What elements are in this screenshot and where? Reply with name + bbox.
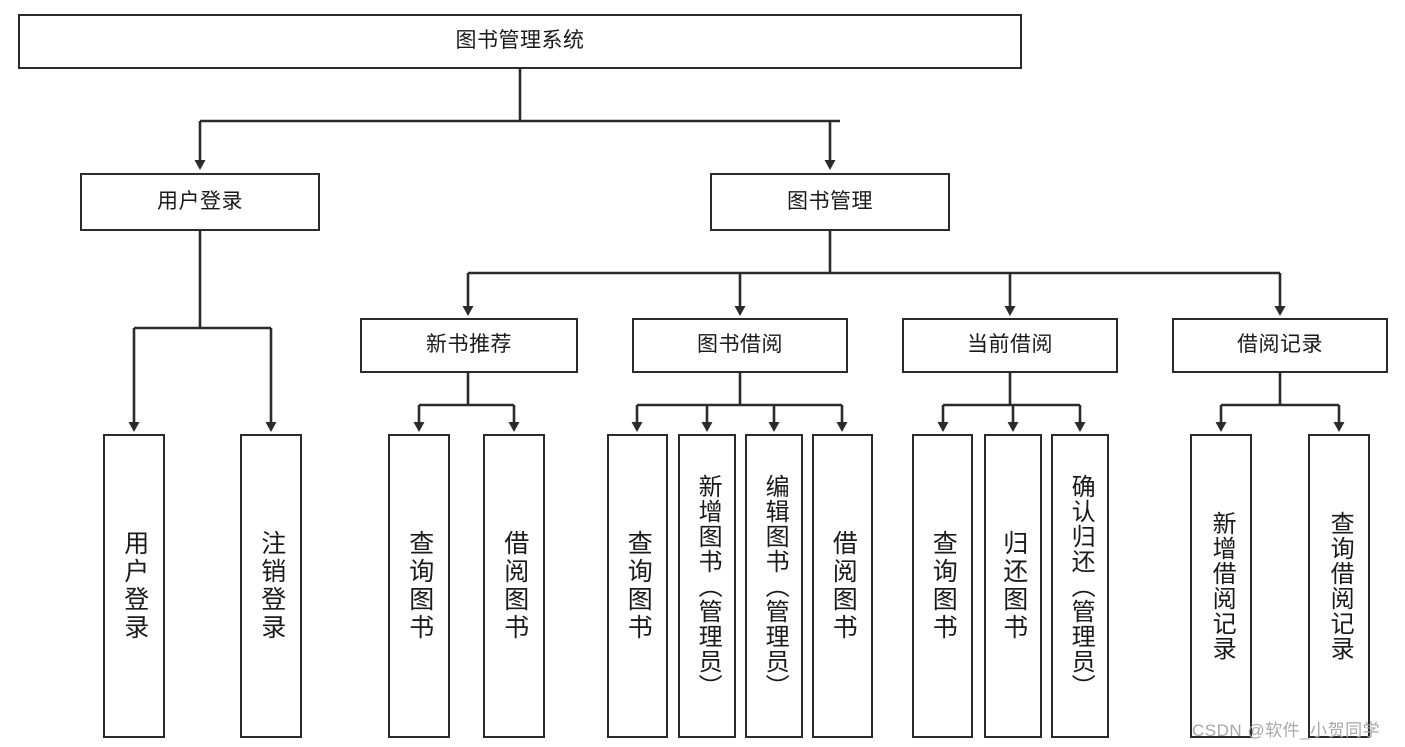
- node-root[interactable]: 图书管理系统: [18, 14, 1022, 69]
- node-leaf-add-book[interactable]: 新增图书（管理员）: [678, 434, 736, 738]
- node-leaf-borrow-book[interactable]: 借阅图书: [812, 434, 873, 738]
- csdn-watermark: CSDN @软件_小贺同学: [1192, 721, 1381, 740]
- node-book-borrow[interactable]: 图书借阅: [632, 318, 848, 373]
- node-leaf-user-login[interactable]: 用户登录: [103, 434, 165, 738]
- node-leaf-query-book-borrow[interactable]: 查询图书: [607, 434, 668, 738]
- node-new-book-recommend[interactable]: 新书推荐: [360, 318, 578, 373]
- node-leaf-query-book-recommend[interactable]: 查询图书: [388, 434, 450, 738]
- node-current-borrow[interactable]: 当前借阅: [902, 318, 1118, 373]
- node-leaf-add-borrow-record[interactable]: 新增借阅记录: [1190, 434, 1252, 738]
- node-leaf-query-book-current[interactable]: 查询图书: [912, 434, 973, 738]
- node-user-login[interactable]: 用户登录: [80, 173, 320, 231]
- node-leaf-return-book[interactable]: 归还图书: [984, 434, 1042, 738]
- node-leaf-confirm-return[interactable]: 确认归还（管理员）: [1051, 434, 1109, 738]
- node-book-manage[interactable]: 图书管理: [710, 173, 950, 231]
- node-leaf-logout[interactable]: 注销登录: [240, 434, 302, 738]
- node-borrow-record[interactable]: 借阅记录: [1172, 318, 1388, 373]
- node-leaf-query-borrow-record[interactable]: 查询借阅记录: [1308, 434, 1370, 738]
- node-leaf-edit-book[interactable]: 编辑图书（管理员）: [745, 434, 803, 738]
- node-leaf-borrow-book-recommend[interactable]: 借阅图书: [483, 434, 545, 738]
